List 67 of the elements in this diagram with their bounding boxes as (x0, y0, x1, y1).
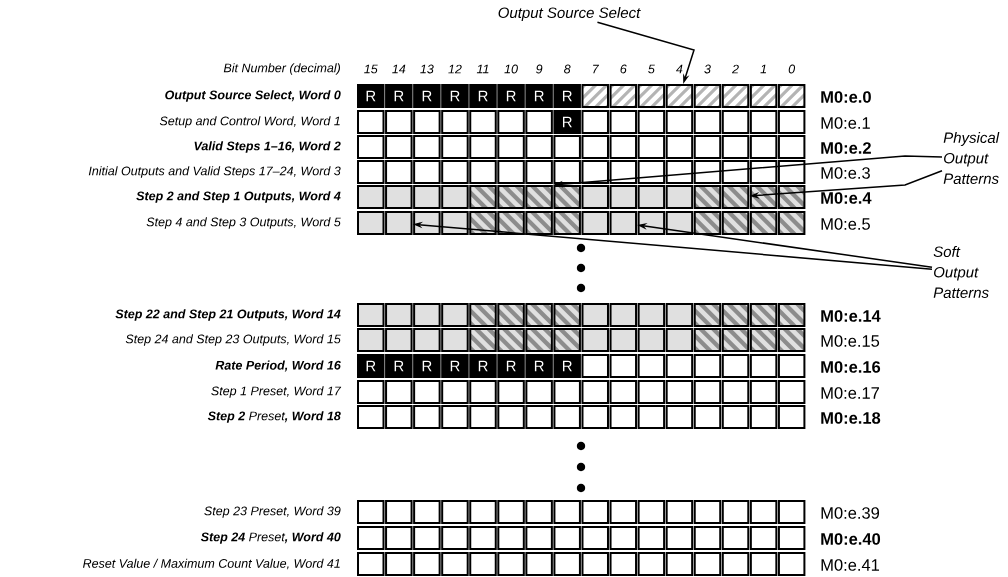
column-heading: Bit Number (decimal) (223, 63, 341, 75)
bit-number: 11 (476, 64, 489, 74)
reserved-bit-cell: R (553, 354, 581, 378)
row-label: Step 2 Preset, Word 18 (207, 411, 341, 423)
bit-number: 13 (420, 64, 434, 74)
bit-number: 14 (392, 64, 406, 74)
row-label: Step 22 and Step 21 Outputs, Word 14 (115, 309, 341, 321)
bit-number: 0 (788, 64, 796, 74)
register-address: M0:e.4 (821, 192, 872, 204)
reserved-bit-cell: R (469, 84, 497, 108)
bit-number: 2 (732, 64, 739, 74)
register-address: M0:e.41 (821, 559, 879, 571)
row-label: Valid Steps 1–16, Word 2 (194, 141, 341, 153)
target-cell (385, 211, 413, 235)
row-label: Initial Outputs and Valid Steps 17–24, Word 3 (88, 166, 341, 178)
register-address: M0:e.0 (821, 91, 871, 103)
reserved-bit-cell: R (385, 84, 413, 108)
register-address: M0:e.17 (821, 387, 879, 399)
register-address: M0:e.40 (821, 533, 881, 545)
row-label: Step 1 Preset, Word 17 (211, 386, 342, 398)
row-label: Rate Period, Word 16 (215, 360, 341, 372)
row-label: Step 24 and Step 23 Outputs, Word 15 (125, 334, 341, 346)
bit-number: 10 (504, 64, 518, 74)
reserved-bit-cell: R (413, 84, 441, 108)
reserved-bit-cell: R (357, 84, 385, 108)
target-cell (721, 185, 750, 209)
callout-text: Output Source Select (498, 7, 641, 21)
reserved-bit-cell: R (497, 354, 525, 378)
reserved-bit-cell: R (469, 354, 497, 378)
register-address: M0:e.39 (821, 507, 880, 519)
reserved-bit-cell: R (553, 110, 581, 134)
bit-number: 4 (676, 64, 683, 74)
register-address: M0:e.14 (821, 310, 881, 322)
row-label: Reset Value / Maximum Count Value, Word 41 (83, 558, 340, 570)
reserved-bit-cell: R (441, 84, 469, 108)
bit-number: 7 (593, 64, 600, 74)
row-label: Step 4 and Step 3 Outputs, Word 5 (146, 217, 341, 229)
register-address: M0:e.5 (821, 218, 870, 230)
callout-text: Soft Output Patterns (933, 246, 989, 298)
register-address: M0:e.18 (821, 412, 881, 424)
reserved-bit-cell: R (497, 84, 525, 108)
reserved-bit-cell: R (357, 354, 385, 378)
bit-number: 6 (620, 64, 627, 74)
register-address: M0:e.15 (821, 335, 880, 347)
bit-number: 8 (564, 64, 571, 74)
register-address: M0:e.1 (821, 117, 870, 129)
bit-number: 9 (536, 64, 543, 74)
row-label: Step 23 Preset, Word 39 (204, 506, 341, 518)
row-label: Setup and Control Word, Word 1 (159, 116, 340, 128)
reserved-bit-cell: R (525, 84, 553, 108)
reserved-bit-cell: R (441, 354, 469, 378)
row-label: Step 2 and Step 1 Outputs, Word 4 (136, 191, 341, 203)
row-label: Output Source Select, Word 0 (165, 90, 341, 102)
target-cell (525, 185, 553, 209)
reserved-bit-cell: R (385, 354, 413, 378)
row-label: Step 24 Preset, Word 40 (200, 532, 341, 544)
bit-number: 15 (364, 64, 378, 74)
reserved-bit-cell: R (413, 354, 441, 378)
register-address: M0:e.3 (821, 167, 870, 179)
bit-number: 12 (448, 64, 462, 74)
reserved-bit-cell: R (525, 354, 553, 378)
bit-number: 1 (760, 64, 766, 74)
register-address: M0:e.16 (821, 361, 881, 373)
reserved-bit-cell: R (553, 84, 581, 108)
target-cell (609, 211, 638, 235)
register-address: M0:e.2 (821, 142, 871, 154)
callout-text: Physical Output Patterns (943, 132, 1000, 184)
